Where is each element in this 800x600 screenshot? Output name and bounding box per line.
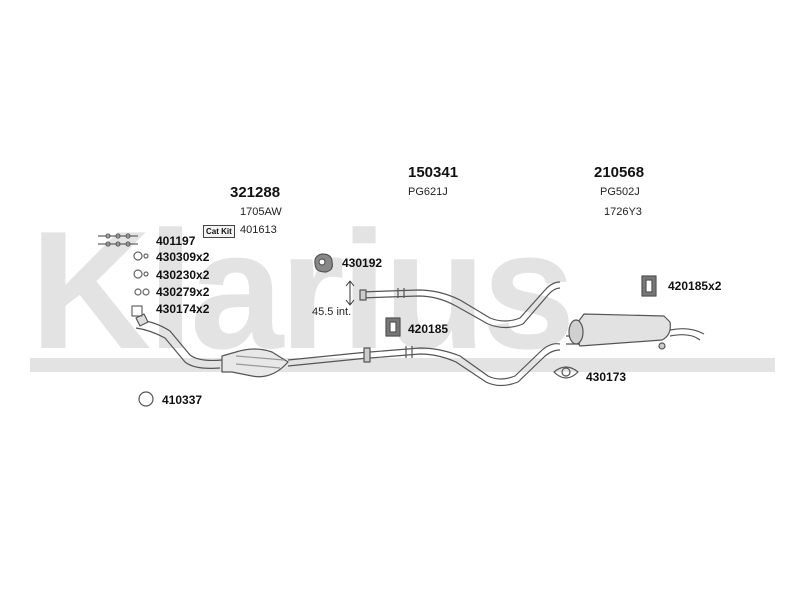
clamp-icon (133, 251, 149, 279)
front-pipe-catalyst (135, 313, 371, 378)
gasket-icon (131, 305, 143, 317)
component-420185x2: 420185x2 (668, 279, 722, 293)
centre-pipe (369, 343, 561, 387)
front-assembly-part: 321288 (230, 184, 281, 201)
intermediate-pipe (359, 281, 561, 329)
middle-assembly-part: 150341 (408, 164, 459, 181)
dimension-label: 45.5 int. (312, 306, 352, 318)
component-430174: 430174x2 (156, 302, 210, 316)
component-430173: 430173 (586, 370, 627, 384)
component-420185: 420185 (408, 322, 449, 336)
middle-assembly-ref: PG621J (408, 186, 448, 198)
rear-silencer (566, 313, 705, 350)
mounting-bracket-icon (385, 275, 657, 337)
klarius-watermark: Klarius (30, 205, 576, 375)
front-assembly-ref: 1705AW (240, 206, 282, 218)
rear-assembly-ref: PG502J (600, 186, 640, 198)
rubber-hanger-icon (314, 253, 333, 273)
bolt-icon (98, 233, 138, 247)
component-430279: 430279x2 (156, 285, 210, 299)
component-430230: 430230x2 (156, 268, 210, 282)
spring-icon (134, 288, 150, 296)
component-430309: 430309x2 (156, 250, 210, 264)
dimension-marker (345, 280, 355, 306)
clamp-icon (553, 366, 579, 379)
ring-icon (138, 391, 154, 407)
cat-kit-badge: Cat Kit (203, 225, 235, 238)
component-410337: 410337 (162, 393, 203, 407)
rear-assembly-ref2: 1726Y3 (604, 206, 642, 218)
component-430192: 430192 (342, 256, 383, 270)
component-401197: 401197 (156, 234, 196, 248)
cat-kit-part: 401613 (240, 224, 277, 236)
rear-assembly-part: 210568 (594, 164, 645, 181)
